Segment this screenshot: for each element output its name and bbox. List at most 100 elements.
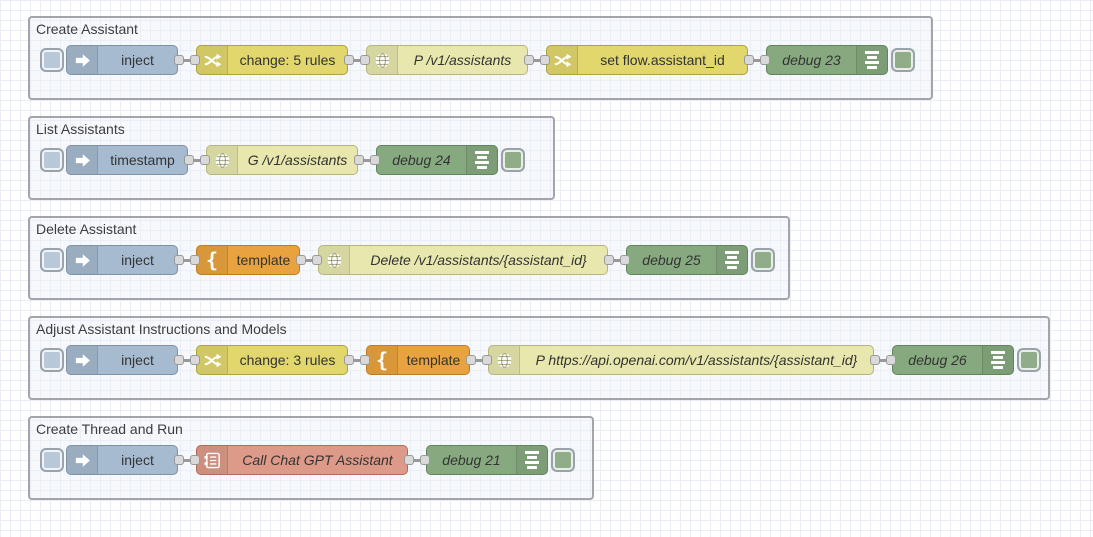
output-port[interactable] [174, 455, 184, 465]
input-port[interactable] [360, 355, 370, 365]
node-inject[interactable]: inject [66, 245, 178, 275]
wire[interactable] [750, 58, 764, 62]
group-title: Create Thread and Run [36, 421, 183, 437]
node-http[interactable]: G /v1/assistants [206, 145, 358, 175]
wire[interactable] [190, 158, 204, 162]
node-label: inject [121, 452, 154, 468]
node-http[interactable]: Delete /v1/assistants/{assistant_id} [318, 245, 608, 275]
inject-button[interactable] [40, 248, 64, 272]
node-http[interactable]: P /v1/assistants [366, 45, 528, 75]
output-port[interactable] [524, 55, 534, 65]
input-port[interactable] [620, 255, 630, 265]
node-inject[interactable]: timestamp [66, 145, 188, 175]
node-label: debug 23 [782, 52, 841, 68]
output-port[interactable] [296, 255, 306, 265]
node-subflow[interactable]: Call Chat GPT Assistant [196, 445, 408, 475]
debug-toggle-button[interactable] [751, 248, 775, 272]
wire[interactable] [360, 158, 374, 162]
input-port[interactable] [190, 355, 200, 365]
wire[interactable] [530, 58, 544, 62]
input-port[interactable] [200, 155, 210, 165]
input-port[interactable] [886, 355, 896, 365]
node-label: inject [121, 252, 154, 268]
node-inject[interactable]: inject [66, 45, 178, 75]
debug-lines-icon [466, 146, 497, 174]
debug-lines-icon [856, 46, 887, 74]
arrow-right-icon [67, 146, 98, 174]
output-port[interactable] [870, 355, 880, 365]
node-debug[interactable]: debug 25 [626, 245, 748, 275]
input-port[interactable] [190, 255, 200, 265]
wire[interactable] [350, 58, 364, 62]
output-port[interactable] [344, 55, 354, 65]
inject-button[interactable] [40, 348, 64, 372]
output-port[interactable] [744, 55, 754, 65]
wire[interactable] [472, 358, 486, 362]
arrow-right-icon [67, 346, 98, 374]
node-inject[interactable]: inject [66, 345, 178, 375]
node-debug[interactable]: debug 26 [892, 345, 1014, 375]
input-port[interactable] [760, 55, 770, 65]
node-debug[interactable]: debug 24 [376, 145, 498, 175]
output-port[interactable] [174, 55, 184, 65]
inject-button[interactable] [40, 48, 64, 72]
output-port[interactable] [466, 355, 476, 365]
node-label: inject [121, 52, 154, 68]
node-label: Delete /v1/assistants/{assistant_id} [370, 252, 587, 268]
node-debug[interactable]: debug 21 [426, 445, 548, 475]
inject-button[interactable] [40, 148, 64, 172]
input-port[interactable] [482, 355, 492, 365]
curly-brace-icon: { [197, 246, 228, 274]
input-port[interactable] [360, 55, 370, 65]
node-change[interactable]: change: 3 rules [196, 345, 348, 375]
debug-toggle-button[interactable] [891, 48, 915, 72]
node-change[interactable]: change: 5 rules [196, 45, 348, 75]
node-inject[interactable]: inject [66, 445, 178, 475]
output-port[interactable] [184, 155, 194, 165]
input-port[interactable] [312, 255, 322, 265]
curly-brace-icon: { [367, 346, 398, 374]
debug-toggle-button[interactable] [501, 148, 525, 172]
node-label: template [406, 352, 461, 368]
wire[interactable] [410, 458, 424, 462]
debug-lines-icon [716, 246, 747, 274]
shuffle-icon [547, 46, 578, 74]
shuffle-icon [197, 346, 228, 374]
wire[interactable] [302, 258, 316, 262]
output-port[interactable] [174, 255, 184, 265]
output-port[interactable] [354, 155, 364, 165]
wire[interactable] [180, 258, 194, 262]
output-port[interactable] [344, 355, 354, 365]
wire[interactable] [180, 58, 194, 62]
node-template[interactable]: { template [366, 345, 470, 375]
node-change[interactable]: set flow.assistant_id [546, 45, 748, 75]
globe-icon [319, 246, 350, 274]
output-port[interactable] [404, 455, 414, 465]
group-title: Create Assistant [36, 21, 138, 37]
wire[interactable] [180, 358, 194, 362]
input-port[interactable] [190, 455, 200, 465]
output-port[interactable] [604, 255, 614, 265]
wire[interactable] [350, 358, 364, 362]
node-template[interactable]: { template [196, 245, 300, 275]
debug-lines-icon [516, 446, 547, 474]
debug-toggle-button[interactable] [551, 448, 575, 472]
node-http[interactable]: P https://api.openai.com/v1/assistants/{… [488, 345, 874, 375]
input-port[interactable] [190, 55, 200, 65]
node-label: Call Chat GPT Assistant [242, 452, 393, 468]
output-port[interactable] [174, 355, 184, 365]
wire[interactable] [610, 258, 624, 262]
node-label: template [236, 252, 291, 268]
wire[interactable] [876, 358, 890, 362]
debug-toggle-button[interactable] [1017, 348, 1041, 372]
node-debug[interactable]: debug 23 [766, 45, 888, 75]
input-port[interactable] [540, 55, 550, 65]
group-title: Delete Assistant [36, 221, 137, 237]
wire[interactable] [180, 458, 194, 462]
subflow-icon [197, 446, 228, 474]
input-port[interactable] [370, 155, 380, 165]
arrow-right-icon [67, 446, 98, 474]
inject-button[interactable] [40, 448, 64, 472]
input-port[interactable] [420, 455, 430, 465]
